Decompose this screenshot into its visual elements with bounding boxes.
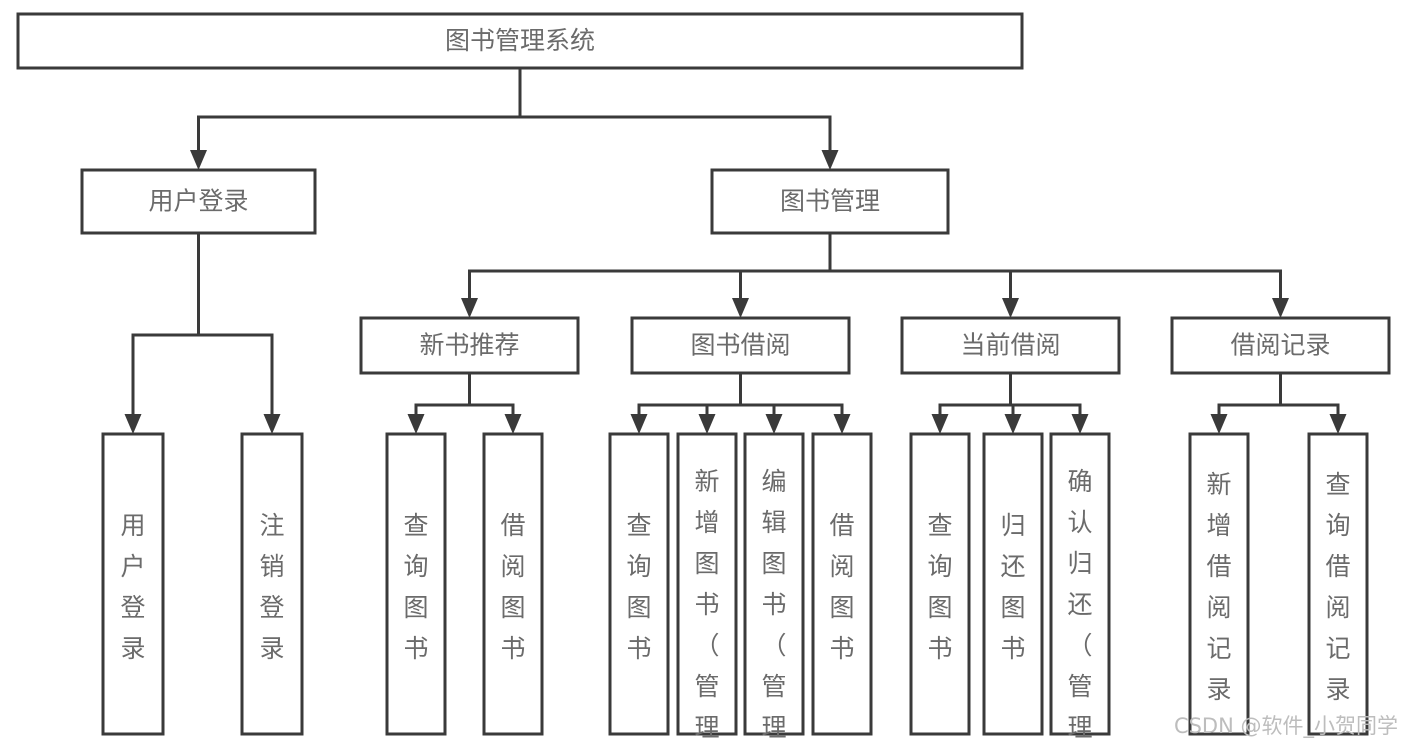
node-root[interactable]: 图书管理系统 bbox=[16, 12, 1024, 70]
connector-group-user_login bbox=[124, 231, 281, 434]
node-label-nbr_borrow: 借阅图书 bbox=[500, 511, 525, 663]
node-new_book_rec[interactable]: 新书推荐 bbox=[359, 316, 580, 375]
node-current_borrow[interactable]: 当前借阅 bbox=[900, 316, 1121, 375]
node-label-user_login: 用户登录 bbox=[148, 187, 248, 216]
node-bb_query[interactable]: 查询图书 bbox=[608, 432, 670, 736]
node-label-nbr_query: 查询图书 bbox=[403, 511, 428, 663]
node-borrow_record[interactable]: 借阅记录 bbox=[1170, 316, 1391, 375]
node-label-cb_confirm: 确认归还（管理员） bbox=[1067, 467, 1092, 747]
node-label-borrow_record: 借阅记录 bbox=[1230, 331, 1330, 360]
node-bb_edit[interactable]: 编辑图书（管理员） bbox=[743, 432, 805, 747]
node-book_manage[interactable]: 图书管理 bbox=[710, 168, 950, 235]
connector-group-new_book_rec bbox=[407, 371, 522, 434]
node-box-bb_borrow bbox=[811, 432, 873, 736]
node-bb_add[interactable]: 新增图书（管理员） bbox=[676, 432, 738, 747]
connector-group-current_borrow bbox=[931, 371, 1089, 434]
node-cb_query[interactable]: 查询图书 bbox=[909, 432, 971, 736]
node-label-br_add: 新增借阅记录 bbox=[1206, 470, 1231, 704]
node-box-br_query bbox=[1307, 432, 1369, 736]
node-label-bb_borrow: 借阅图书 bbox=[829, 511, 854, 663]
node-l2_user_login[interactable]: 用户登录 bbox=[101, 432, 165, 736]
node-box-l2_user_login bbox=[101, 432, 165, 736]
node-box-root bbox=[16, 12, 1024, 70]
connector-layer bbox=[124, 66, 1347, 434]
node-label-current_borrow: 当前借阅 bbox=[960, 331, 1060, 360]
node-box-cb_return bbox=[982, 432, 1044, 736]
node-box-l2_user_logout bbox=[240, 432, 304, 736]
node-box-bb_add bbox=[676, 432, 738, 736]
node-label-bb_query: 查询图书 bbox=[626, 511, 651, 663]
node-nbr_query[interactable]: 查询图书 bbox=[385, 432, 447, 736]
connector-group-root bbox=[190, 66, 839, 170]
csdn-watermark: CSDN @软件_小贺同学 bbox=[1174, 714, 1398, 739]
node-label-bb_edit: 编辑图书（管理员） bbox=[761, 467, 786, 747]
node-label-br_query: 查询借阅记录 bbox=[1325, 470, 1350, 704]
node-l2_user_logout[interactable]: 注销登录 bbox=[240, 432, 304, 736]
node-nbr_borrow[interactable]: 借阅图书 bbox=[482, 432, 544, 736]
node-box-br_add bbox=[1188, 432, 1250, 736]
node-label-l2_user_login: 用户登录 bbox=[120, 511, 145, 663]
node-box-borrow_record bbox=[1170, 316, 1391, 375]
connector-group-borrow_record bbox=[1210, 371, 1347, 434]
node-label-cb_return: 归还图书 bbox=[1000, 511, 1025, 663]
node-label-new_book_rec: 新书推荐 bbox=[419, 331, 519, 360]
node-box-cb_confirm bbox=[1049, 432, 1111, 736]
node-box-nbr_query bbox=[385, 432, 447, 736]
node-label-l2_user_logout: 注销登录 bbox=[259, 511, 284, 663]
node-box-user_login bbox=[80, 168, 317, 235]
node-br_add[interactable]: 新增借阅记录 bbox=[1188, 432, 1250, 736]
node-layer: 图书管理系统用户登录图书管理用户登录注销登录新书推荐图书借阅当前借阅借阅记录查询… bbox=[16, 12, 1391, 747]
node-box-bb_query bbox=[608, 432, 670, 736]
node-cb_return[interactable]: 归还图书 bbox=[982, 432, 1044, 736]
node-label-bb_add: 新增图书（管理员） bbox=[694, 467, 719, 747]
node-box-book_borrow bbox=[630, 316, 851, 375]
node-br_query[interactable]: 查询借阅记录 bbox=[1307, 432, 1369, 736]
node-user_login[interactable]: 用户登录 bbox=[80, 168, 317, 235]
node-label-cb_query: 查询图书 bbox=[927, 511, 952, 663]
connector-group-book_borrow bbox=[630, 371, 851, 434]
node-book_borrow[interactable]: 图书借阅 bbox=[630, 316, 851, 375]
connector-group-book_manage bbox=[461, 231, 1289, 318]
node-box-nbr_borrow bbox=[482, 432, 544, 736]
node-label-book_manage: 图书管理 bbox=[780, 187, 880, 216]
node-bb_borrow[interactable]: 借阅图书 bbox=[811, 432, 873, 736]
node-box-new_book_rec bbox=[359, 316, 580, 375]
node-label-root: 图书管理系统 bbox=[445, 26, 595, 55]
node-box-cb_query bbox=[909, 432, 971, 736]
node-label-book_borrow: 图书借阅 bbox=[690, 331, 790, 360]
node-box-bb_edit bbox=[743, 432, 805, 736]
node-cb_confirm[interactable]: 确认归还（管理员） bbox=[1049, 432, 1111, 747]
node-box-current_borrow bbox=[900, 316, 1121, 375]
node-box-book_manage bbox=[710, 168, 950, 235]
